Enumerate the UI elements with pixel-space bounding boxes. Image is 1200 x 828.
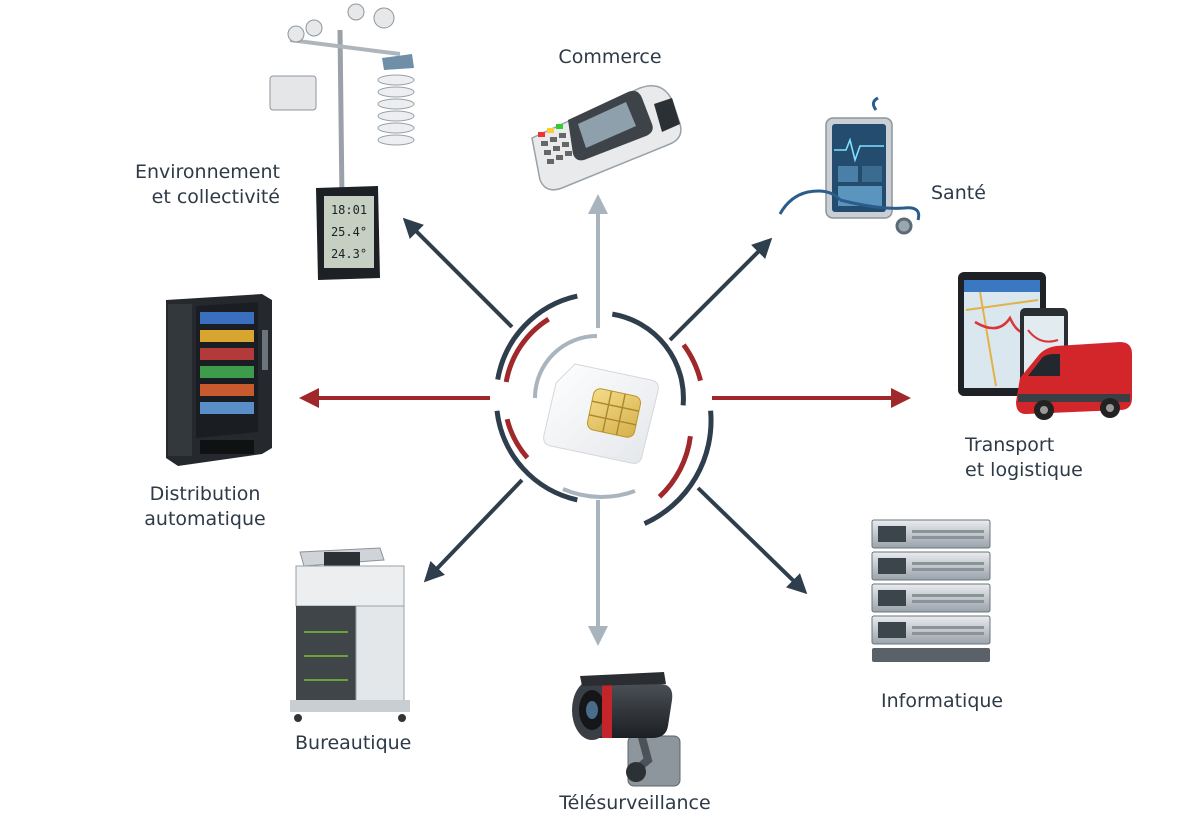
- label-bureautique: Bureautique: [295, 731, 411, 756]
- label-telesurveillance-line: Télésurveillance: [559, 792, 711, 814]
- stethoscope-icon: [778, 96, 921, 235]
- arrow-informatique: [696, 486, 808, 595]
- center-rings: [494, 293, 714, 526]
- sim-card-icon: [543, 363, 659, 464]
- weather-station-icon: 18:01 25.4° 24.3°: [269, 3, 415, 280]
- weather-time: 18:01: [331, 203, 367, 217]
- printer-icon: [290, 547, 410, 722]
- label-transport: Transport et logistique: [965, 433, 1083, 483]
- label-informatique: Informatique: [881, 689, 1003, 714]
- security-camera-icon: [572, 672, 681, 787]
- label-informatique-line: Informatique: [881, 690, 1004, 712]
- label-telesurveillance: Télésurveillance: [545, 791, 725, 816]
- weather-temp2: 24.3°: [331, 247, 367, 261]
- weather-temp1: 25.4°: [331, 225, 367, 239]
- weather-display: 18:01 25.4° 24.3°: [316, 186, 380, 280]
- server-rack-icon: [871, 519, 991, 662]
- arrows: [299, 194, 911, 646]
- label-sante: Santé: [931, 181, 986, 206]
- label-distribution-line-1: Distribution: [149, 483, 261, 505]
- label-distribution: Distribution automatique: [130, 482, 280, 532]
- label-environnement: Environnement et collectivité: [110, 160, 280, 210]
- label-transport-line-1: Transport: [965, 434, 1055, 456]
- vending-machine-icon: [166, 294, 272, 466]
- label-distribution-line-2: automatique: [144, 508, 266, 530]
- payment-terminal-icon: [531, 85, 682, 191]
- label-environnement-line-2: et collectivité: [151, 186, 280, 208]
- label-environnement-line-1: Environnement: [134, 161, 280, 183]
- van-icon: [1016, 342, 1132, 420]
- label-commerce: Commerce: [545, 45, 675, 70]
- arrow-bureautique: [423, 478, 524, 583]
- medical-tablet-icon: [778, 96, 921, 235]
- label-transport-line-2: et logistique: [965, 459, 1083, 481]
- gps-tablet-van-icon: [958, 272, 1132, 420]
- label-sante-line: Santé: [931, 182, 986, 204]
- label-commerce-line: Commerce: [558, 46, 662, 68]
- keypad: [538, 124, 572, 164]
- label-bureautique-line: Bureautique: [295, 732, 412, 754]
- arrow-sante: [668, 237, 773, 342]
- arrow-environnement: [402, 217, 514, 329]
